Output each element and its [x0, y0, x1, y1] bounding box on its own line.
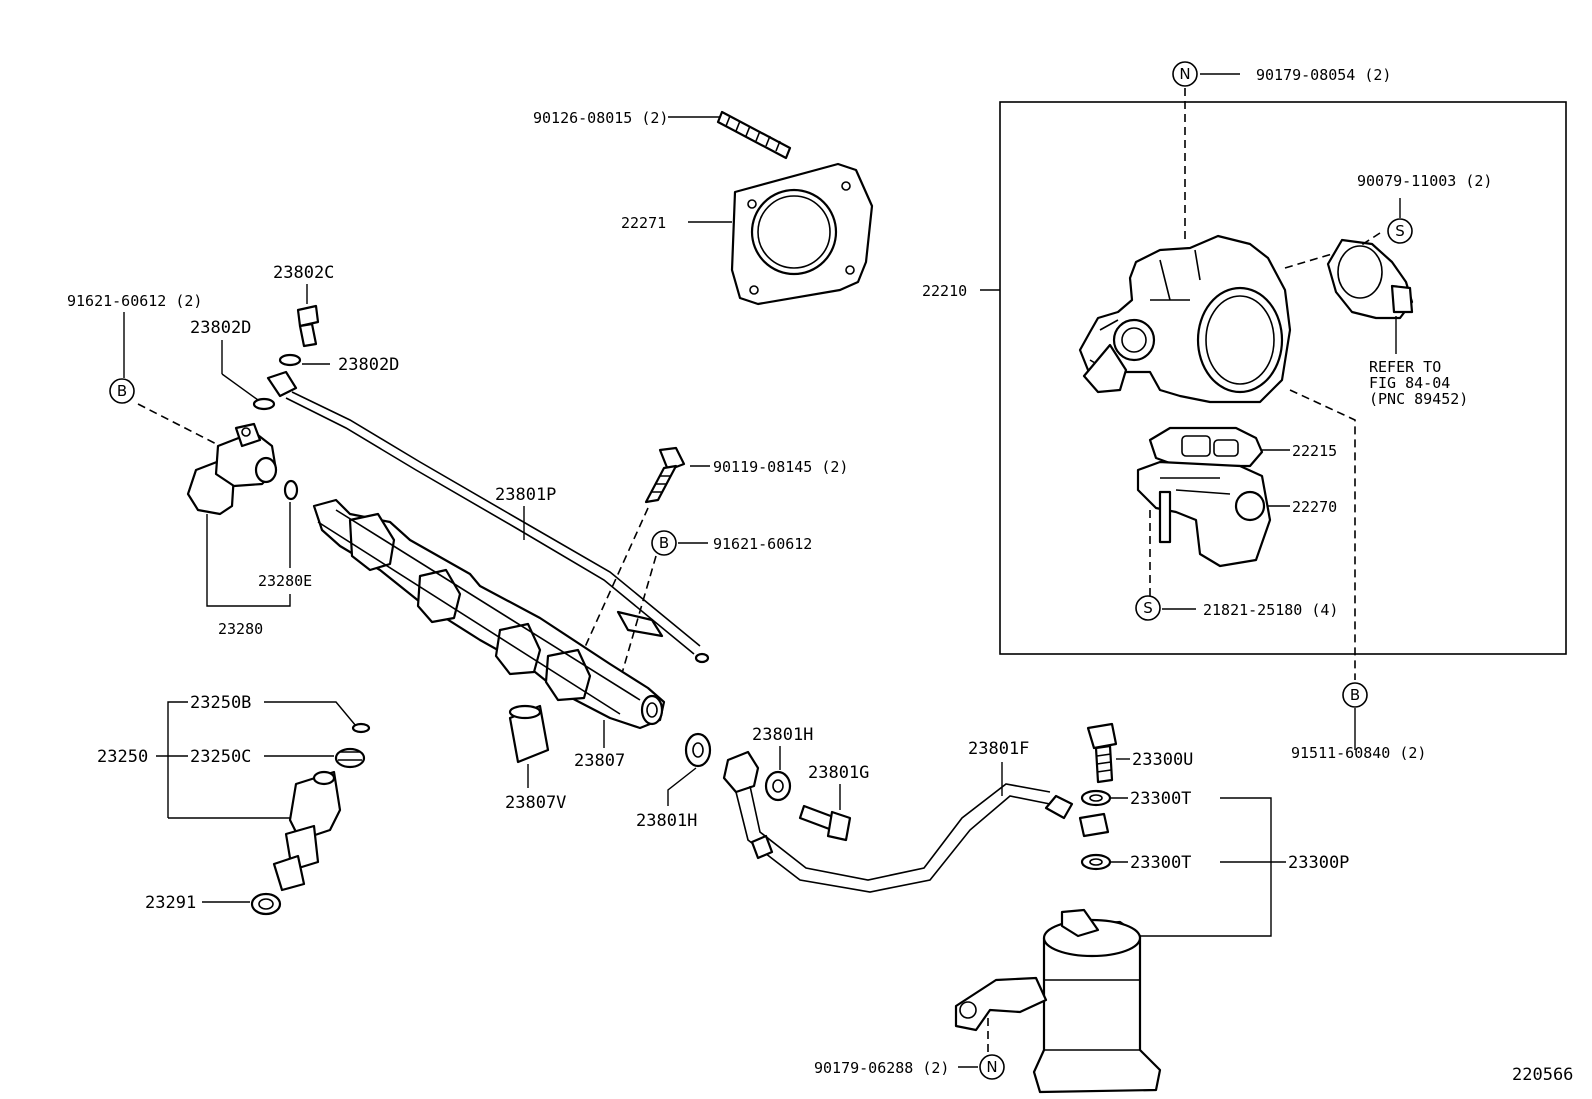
figure-number: 220566: [1512, 1065, 1573, 1085]
label-22215: 22215: [1292, 442, 1337, 460]
damper-23807v: [508, 704, 550, 764]
marker-s-bottom-text: S: [1143, 599, 1153, 617]
gasket-23300t-a: [1080, 789, 1112, 807]
marker-n-bottom-text: N: [986, 1058, 997, 1076]
marker-b-middle: [651, 530, 677, 556]
label-22271: 22271: [621, 214, 666, 232]
stud-90126-08015: [716, 110, 792, 160]
marker-s-bottom: [1135, 595, 1161, 621]
label-23801h-a: 23801H: [636, 811, 697, 831]
gasket-23801h-b: [764, 770, 792, 802]
label-23801g: 23801G: [808, 763, 869, 783]
marker-b-right-text: B: [1350, 686, 1360, 704]
marker-n-top: [1172, 61, 1198, 87]
gasket-23802d-a: [252, 397, 276, 411]
label-23280: 23280: [218, 620, 263, 638]
idle-air-control-valve-22270: [1136, 460, 1272, 568]
label-23291: 23291: [145, 893, 196, 913]
fitting-23300: [1078, 812, 1110, 838]
label-23250c: 23250C: [190, 747, 251, 767]
filter-23250c: [334, 747, 366, 769]
label-23802c: 23802C: [273, 263, 334, 283]
fuel-filter-23300p: [954, 908, 1162, 1094]
marker-b-left: [109, 378, 135, 404]
union-bolt-23802c: [296, 304, 320, 348]
union-bolt-23300u: [1086, 722, 1118, 784]
label-23300t-b: 23300T: [1130, 853, 1191, 873]
label-91511-60840: 91511-60840 (2): [1291, 744, 1426, 762]
marker-n-top-text: N: [1179, 65, 1190, 83]
throttle-position-sensor: [1326, 238, 1414, 320]
label-90126-08015: 90126-08015 (2): [533, 109, 668, 127]
gasket-23802d-b: [278, 353, 302, 367]
label-23801p: 23801P: [495, 485, 556, 505]
label-23300p: 23300P: [1288, 853, 1349, 873]
label-90119-08145: 90119-08145 (2): [713, 458, 848, 476]
label-23300t-a: 23300T: [1130, 789, 1191, 809]
marker-b-right: [1342, 682, 1368, 708]
label-22270: 22270: [1292, 498, 1337, 516]
label-23280e: 23280E: [258, 572, 312, 590]
union-bolt-23801g: [798, 804, 852, 842]
throttle-body-group-box: [999, 101, 1567, 655]
label-22210: 22210: [922, 282, 967, 300]
insulator-23291: [250, 892, 282, 916]
label-21821-25180: 21821-25180 (4): [1203, 601, 1338, 619]
label-90179-06288: 90179-06288 (2): [814, 1059, 949, 1077]
label-23807: 23807: [574, 751, 625, 771]
marker-s-right-text: S: [1395, 222, 1405, 240]
label-23801h-b: 23801H: [752, 725, 813, 745]
marker-b-left-text: B: [117, 382, 127, 400]
gasket-22215: [1148, 426, 1264, 468]
fuel-hose-23801f: [722, 750, 1074, 893]
gasket-23801h-a: [684, 732, 712, 768]
label-90179-08054: 90179-08054 (2): [1256, 66, 1391, 84]
label-23250: 23250: [97, 747, 148, 767]
label-23801f: 23801F: [968, 739, 1029, 759]
label-90079-11003: 90079-11003 (2): [1357, 172, 1492, 190]
label-23300u: 23300U: [1132, 750, 1193, 770]
gasket-22271: [730, 162, 874, 306]
label-91621-60612-2: 91621-60612 (2): [67, 292, 202, 310]
injector-23250: [272, 770, 342, 892]
gasket-23300t-b: [1080, 853, 1112, 871]
label-23250b: 23250B: [190, 693, 251, 713]
bolt-90119-08145: [644, 446, 686, 504]
oring-23280e: [283, 479, 299, 501]
marker-n-bottom: [979, 1054, 1005, 1080]
fuel-pipe-23801p: [266, 370, 710, 664]
label-refer-fig: FIG 84-04: [1369, 374, 1450, 392]
label-23807v: 23807V: [505, 793, 566, 813]
throttle-body-22210: [1078, 234, 1292, 404]
label-23802d-b: 23802D: [338, 355, 399, 375]
label-refer-to: REFER TO: [1369, 358, 1441, 376]
marker-b-middle-text: B: [659, 534, 669, 552]
label-refer-pnc: (PNC 89452): [1369, 390, 1468, 408]
marker-s-right: [1387, 218, 1413, 244]
pressure-regulator-23280: [186, 422, 278, 516]
label-23802d-a: 23802D: [190, 318, 251, 338]
delivery-pipe-23807: [312, 498, 666, 730]
label-91621-60612: 91621-60612: [713, 535, 812, 553]
oring-23250b: [351, 722, 371, 734]
